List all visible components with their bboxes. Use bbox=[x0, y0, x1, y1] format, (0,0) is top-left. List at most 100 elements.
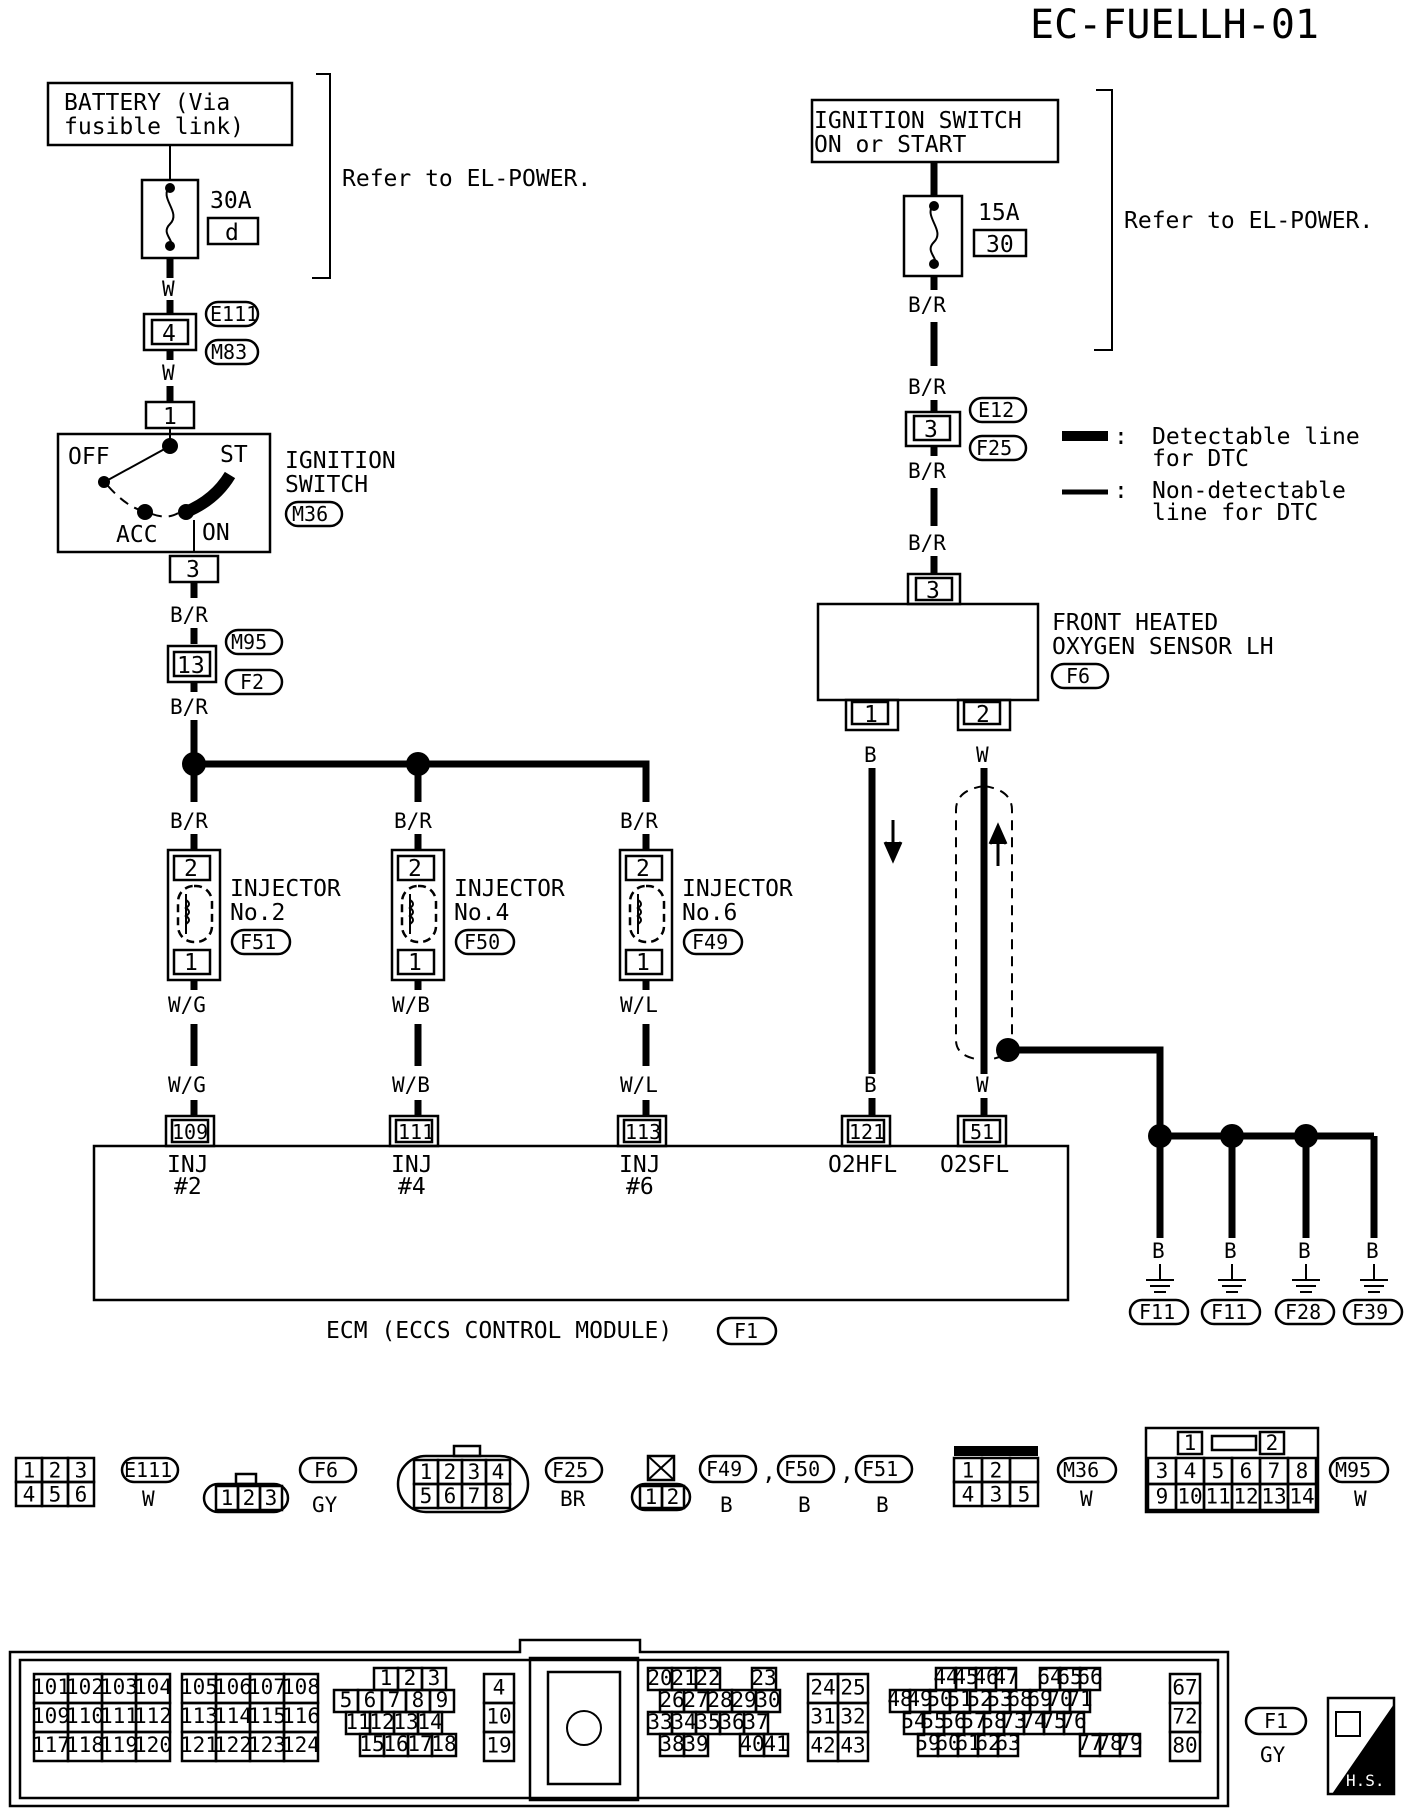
conn-m95-pin: 13 bbox=[177, 653, 205, 679]
pin-number: 112 bbox=[134, 1704, 172, 1728]
ground-3: B F28 bbox=[1274, 1239, 1336, 1326]
inj2-ecm-label-2: #2 bbox=[174, 1174, 202, 1200]
wire-br-2: B/R bbox=[170, 695, 208, 719]
inj4-wire-out-2: W/B bbox=[392, 1073, 430, 1097]
inj2-wire-out-2: W/G bbox=[168, 1073, 206, 1097]
pin-cell bbox=[1258, 1430, 1286, 1456]
cv-e111-color: W bbox=[142, 1487, 155, 1511]
inj4-pin-top: 2 bbox=[408, 856, 422, 882]
pin-number: 64 bbox=[1037, 1665, 1062, 1689]
o2-wire-1: B bbox=[864, 743, 877, 767]
wire-br-r3: B/R bbox=[908, 459, 946, 483]
pin-number: 124 bbox=[282, 1733, 320, 1757]
ign-pin-bottom: 3 bbox=[186, 557, 200, 583]
pin-number: 19 bbox=[486, 1734, 511, 1758]
pin-number: 71 bbox=[1067, 1687, 1092, 1711]
pin-number: 122 bbox=[214, 1733, 252, 1757]
cv-m95-id: M95 bbox=[1335, 1458, 1371, 1482]
pin-number: 116 bbox=[282, 1704, 320, 1728]
pin-cell bbox=[660, 1484, 686, 1510]
inj4-name: INJECTOR bbox=[454, 876, 565, 902]
pin-number: 66 bbox=[1077, 1665, 1102, 1689]
pin-number: 121 bbox=[180, 1733, 218, 1757]
pin-cell bbox=[1008, 1456, 1040, 1484]
pin-number: 32 bbox=[840, 1705, 865, 1729]
ecm-o2hfl-wire: B bbox=[864, 1073, 877, 1097]
pin-number: 41 bbox=[763, 1732, 788, 1756]
injector-2: B/R 2 1 INJECTOR No.2 F51 W/G W/G 109 IN… bbox=[164, 809, 341, 1200]
pin-number: 17 bbox=[407, 1732, 432, 1756]
ign-pin-top: 1 bbox=[163, 404, 177, 430]
ign-label-2: SWITCH bbox=[285, 472, 368, 498]
pin-number: 13 bbox=[393, 1710, 418, 1734]
pin-number: 1 bbox=[1184, 1431, 1197, 1455]
inj4-num: No.4 bbox=[454, 900, 509, 926]
pin-number: 1 bbox=[420, 1460, 433, 1484]
pin-number: 68 bbox=[1007, 1687, 1032, 1711]
conn-f2-label: F2 bbox=[240, 670, 264, 694]
ign-src-fuse-amp: 15A bbox=[978, 200, 1020, 226]
pin-cell bbox=[996, 1732, 1020, 1758]
pin-number: 2 bbox=[990, 1459, 1003, 1483]
ground-1: B F11 bbox=[1128, 1239, 1190, 1326]
pin-number: 2 bbox=[444, 1460, 457, 1484]
pin-number: 102 bbox=[66, 1675, 104, 1699]
pin-number: 79 bbox=[1117, 1731, 1142, 1755]
pin-number: 3 bbox=[468, 1460, 481, 1484]
pin-cell bbox=[1168, 1730, 1202, 1763]
pin-number: 33 bbox=[647, 1710, 672, 1734]
o2-sensor-box bbox=[816, 602, 1040, 702]
o2-label-2: OXYGEN SENSOR LH bbox=[1052, 634, 1274, 660]
refer-right: Refer to EL-POWER. bbox=[1124, 208, 1373, 234]
arrow-down-icon bbox=[883, 820, 903, 864]
pin-number: 5 bbox=[1018, 1483, 1031, 1507]
pin-number: 53 bbox=[987, 1687, 1012, 1711]
cv-e111-id: E111 bbox=[124, 1458, 172, 1482]
pin-number: 2 bbox=[243, 1486, 256, 1510]
cv-inj-id-3: F51 bbox=[862, 1457, 898, 1481]
pin-number: 8 bbox=[412, 1688, 425, 1712]
conn-e12-pin: 3 bbox=[924, 417, 938, 443]
pin-number: 27 bbox=[683, 1688, 708, 1712]
ground-1-wire: B bbox=[1152, 1239, 1165, 1263]
pin-number: 18 bbox=[431, 1732, 456, 1756]
pin-number: 55 bbox=[921, 1709, 946, 1733]
cv-inj-id-1: F49 bbox=[706, 1457, 742, 1481]
inj6-ecm-label-2: #6 bbox=[626, 1174, 654, 1200]
pin-number: 4 bbox=[1184, 1459, 1197, 1483]
pin-number: 76 bbox=[1061, 1709, 1086, 1733]
connector-shell bbox=[1144, 1426, 1320, 1514]
ecm-cv-color: GY bbox=[1260, 1743, 1286, 1767]
o2-wire-2: W bbox=[976, 743, 989, 767]
cross-icon bbox=[647, 1455, 675, 1481]
pin-number: 9 bbox=[436, 1688, 449, 1712]
pin-number: 69 bbox=[1027, 1687, 1052, 1711]
legend-colon-2: : bbox=[1114, 478, 1128, 504]
pin-number: 56 bbox=[941, 1709, 966, 1733]
cv-m36-id: M36 bbox=[1063, 1458, 1099, 1482]
pin-number: 4 bbox=[23, 1483, 36, 1507]
ground-1-conn: F11 bbox=[1139, 1300, 1175, 1324]
ground-icon bbox=[1146, 1264, 1174, 1293]
legend-colon-1: : bbox=[1114, 424, 1128, 450]
pin-number: 1 bbox=[645, 1485, 658, 1509]
pin-number: 58 bbox=[981, 1709, 1006, 1733]
pin-number: 39 bbox=[683, 1732, 708, 1756]
pin-number: 104 bbox=[134, 1675, 172, 1699]
ign-conn: M36 bbox=[292, 502, 328, 526]
wire-br-r2: B/R bbox=[908, 375, 946, 399]
pin-number: 118 bbox=[66, 1733, 104, 1757]
inj6-wire-out-2: W/L bbox=[620, 1073, 658, 1097]
inj2-pin-bot: 1 bbox=[184, 950, 198, 976]
pin-number: 25 bbox=[840, 1676, 865, 1700]
o2-pin-1: 1 bbox=[864, 702, 878, 728]
cv-f25-id: F25 bbox=[552, 1458, 588, 1482]
pin-cell bbox=[1118, 1732, 1142, 1758]
pin-number: 50 bbox=[927, 1687, 952, 1711]
pin-number: 60 bbox=[935, 1731, 960, 1755]
pin-number: 12 bbox=[1233, 1484, 1258, 1508]
